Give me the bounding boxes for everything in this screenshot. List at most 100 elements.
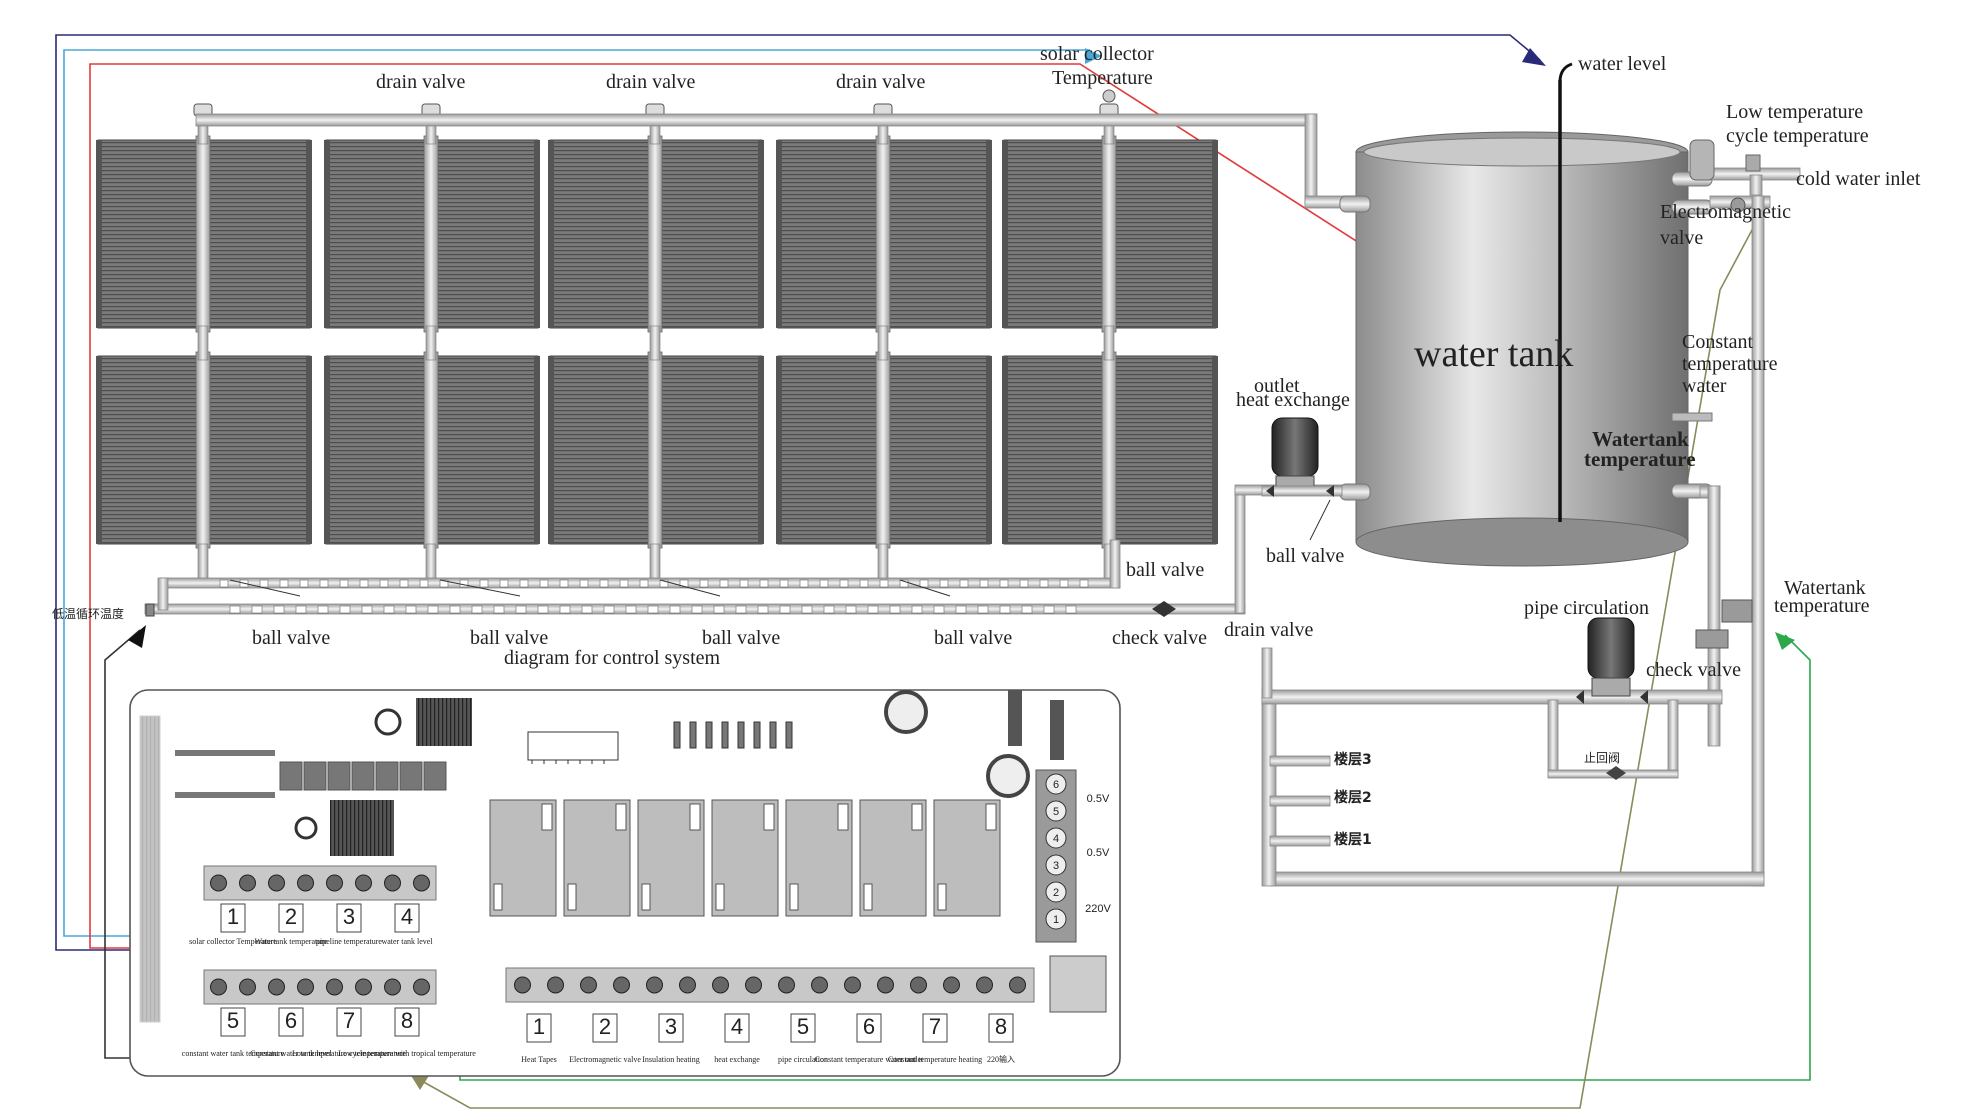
terminal-number-box bbox=[394, 903, 420, 933]
screw-terminal bbox=[910, 976, 927, 994]
ball-valve-label-4: ball valve bbox=[934, 627, 1012, 649]
constant-label-3: water bbox=[1682, 375, 1727, 397]
heat-exchange-pump bbox=[1261, 417, 1343, 497]
diagram-labels: drain valve drain valve drain valve sola… bbox=[52, 43, 1921, 848]
check-valve-cn-label: 止回阀 bbox=[1584, 751, 1620, 765]
screw-terminal bbox=[210, 874, 227, 892]
blue-wire bbox=[63, 49, 1090, 937]
terminal-caption: Constant water tank level bbox=[250, 1049, 332, 1058]
manifold-ticks bbox=[219, 499, 1331, 614]
screw-terminal bbox=[268, 978, 285, 996]
terminal-number: 2 bbox=[599, 1014, 611, 1039]
low-temp-label-1: Low temperature bbox=[1726, 101, 1863, 123]
terminal-caption: pipeline temperature bbox=[316, 937, 382, 946]
terminal-caption: Constant temperature heating bbox=[888, 1055, 982, 1064]
cold-water-inlet-label: cold water inlet bbox=[1796, 168, 1921, 190]
terminal-number: 5 bbox=[797, 1014, 809, 1039]
drain-valve-label-4: drain valve bbox=[1224, 619, 1314, 641]
terminal-number: 6 bbox=[863, 1014, 875, 1039]
relay bbox=[711, 799, 779, 917]
screw-terminal bbox=[943, 976, 960, 994]
terminal-number-box bbox=[988, 1013, 1014, 1043]
solar-collector-panel bbox=[548, 135, 764, 333]
drain-valve-label-3: drain valve bbox=[836, 71, 926, 93]
panel-mid-connector bbox=[425, 325, 437, 361]
electromagnetic-label-1: Electromagnetic bbox=[1660, 201, 1791, 223]
screw-terminal bbox=[778, 976, 795, 994]
solar-collector-panel bbox=[548, 351, 764, 549]
screw-terminal bbox=[613, 976, 630, 994]
pin-number: 3 bbox=[1053, 860, 1059, 872]
pin-number: 6 bbox=[1053, 779, 1059, 791]
screw-terminal bbox=[355, 978, 372, 996]
watertank-temp-right-1: Watertank bbox=[1784, 577, 1866, 599]
pin-terminal: 6 bbox=[1045, 773, 1067, 795]
pin-number: 2 bbox=[1053, 887, 1059, 899]
screw-terminal bbox=[326, 978, 343, 996]
relay bbox=[637, 799, 705, 917]
screw-terminal bbox=[210, 978, 227, 996]
terminal-number-box bbox=[220, 1007, 246, 1037]
solar-collector-panel bbox=[96, 135, 312, 333]
screw-terminal bbox=[297, 874, 314, 892]
outlet-label: outlet bbox=[1254, 375, 1300, 397]
floor3-label: 楼层3 bbox=[1334, 751, 1372, 768]
solar-collector-panel bbox=[324, 351, 540, 549]
panel-mid-connector bbox=[197, 325, 209, 361]
screw-terminal bbox=[1009, 976, 1026, 994]
terminal-caption: Constant temperature water outlet bbox=[815, 1055, 924, 1064]
relay bbox=[563, 799, 631, 917]
solar-collector-panel bbox=[1002, 351, 1218, 549]
terminal-caption: pipe circulation bbox=[778, 1055, 828, 1064]
constant-label-2: temperature bbox=[1682, 353, 1778, 375]
pin-label-2: 0.5V bbox=[1087, 847, 1110, 859]
terminal-strip bbox=[203, 969, 437, 1005]
electromagnetic-label-2: valve bbox=[1660, 227, 1703, 249]
terminal-number: 3 bbox=[343, 904, 355, 929]
terminal-number: 1 bbox=[227, 904, 239, 929]
terminal-caption: solar collector Temperature bbox=[189, 937, 277, 946]
terminal-number-box bbox=[336, 1007, 362, 1037]
drain-valve-label-1: drain valve bbox=[376, 71, 466, 93]
terminal-number-box bbox=[658, 1013, 684, 1043]
solar-collector-panel bbox=[776, 135, 992, 333]
drain-valve-label-2: drain valve bbox=[606, 71, 696, 93]
terminal-number: 3 bbox=[665, 1014, 677, 1039]
terminal-caption: 220输入 bbox=[987, 1054, 1015, 1064]
ball-valve-label-manifold: ball valve bbox=[1126, 559, 1204, 581]
manifold-right-riser bbox=[1109, 539, 1121, 589]
top-manifold-pipe bbox=[195, 113, 1317, 127]
pin-number: 1 bbox=[1053, 914, 1059, 926]
screw-terminal bbox=[877, 976, 894, 994]
heat-exchange-label: heat exchange bbox=[1236, 389, 1350, 411]
solar-collector-panel bbox=[776, 351, 992, 549]
screw-terminal bbox=[384, 978, 401, 996]
olive-arrowhead-ctrl bbox=[410, 1074, 430, 1090]
screw-terminal bbox=[326, 874, 343, 892]
screw-terminal bbox=[268, 874, 285, 892]
solar-temp-sensor bbox=[1102, 89, 1116, 103]
terminal-number-box bbox=[922, 1013, 948, 1043]
solar-collector-panel bbox=[1002, 135, 1218, 333]
solar-collector-panel bbox=[324, 135, 540, 333]
screw-terminal bbox=[976, 976, 993, 994]
terminal-number: 7 bbox=[929, 1014, 941, 1039]
pin-number: 4 bbox=[1053, 833, 1059, 845]
solar-collector-label: solar collector bbox=[1040, 43, 1154, 65]
terminal-number-box bbox=[790, 1013, 816, 1043]
top-manifold-down bbox=[1304, 113, 1318, 205]
panel-mid-connector bbox=[877, 325, 889, 361]
terminal-number-box bbox=[856, 1013, 882, 1043]
constant-label-1: Constant bbox=[1682, 331, 1754, 353]
pin-label-3: 220V bbox=[1085, 903, 1111, 915]
terminal-strip bbox=[203, 865, 437, 901]
watertank-temp-label-2: temperature bbox=[1584, 447, 1696, 471]
check-valve-label-right: check valve bbox=[1646, 659, 1741, 681]
relay-row bbox=[489, 799, 1001, 917]
terminal-number-box bbox=[394, 1007, 420, 1037]
check-valve-manifold bbox=[1152, 601, 1176, 617]
ball-valve-label-1: ball valve bbox=[252, 627, 330, 649]
